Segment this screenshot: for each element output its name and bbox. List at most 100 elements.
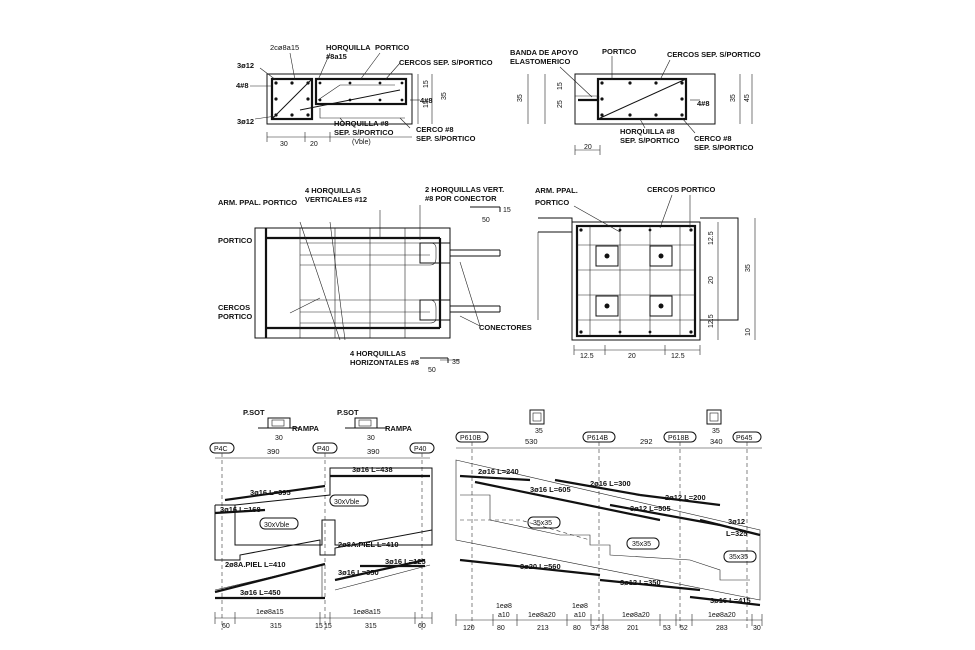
dim-b2-4: 37	[591, 625, 599, 632]
label-conectores: CONECTORES	[479, 323, 532, 332]
label-banda-apoyo: BANDA DE APOYO	[510, 48, 578, 57]
dim-50b-plan: 50	[428, 367, 436, 374]
dim-35: 35	[441, 92, 448, 100]
dim-b2-1: 80	[497, 625, 505, 632]
label-horquilla-spec: #8a15	[326, 52, 347, 61]
label-psot-2: P.SOT	[337, 408, 359, 417]
bar-3-16-350: 3ø16 L=350	[338, 568, 379, 577]
bar-3-16-168: 3ø16 L=168	[220, 505, 261, 514]
dim-b2-7: 53	[663, 625, 671, 632]
dim-15a: 15	[423, 100, 430, 108]
dim-12-5b: 12.5	[671, 353, 685, 360]
stirrup-b2-3a: 1eø8	[572, 603, 588, 610]
dim-b2-6: 201	[627, 625, 639, 632]
label-cercos-portico: CERCOS PORTICO	[647, 185, 716, 194]
stirrups-b1b: 1eø8a15	[353, 609, 381, 616]
dim-35-b2b: 35	[712, 428, 720, 435]
label-2-horquillas: 2 HORQUILLAS VERT.	[425, 185, 504, 194]
dim-20b-elev: 20	[708, 276, 715, 284]
label-4-8-left: 4#8	[236, 81, 249, 90]
label-rampa-1: RAMPA	[292, 424, 320, 433]
connection-plan: ARM. PPAL. PORTICO 4 HORQUILLAS VERTICAL…	[218, 185, 532, 374]
stirrup-b2-4: 1eø8a20	[622, 612, 650, 619]
label-verticales-12: VERTICALES #12	[305, 195, 367, 204]
dim-b2-10: 30	[753, 625, 761, 632]
dim-b1-0: 60	[222, 623, 230, 630]
label-arm-ppal-elev: ARM. PPAL.	[535, 186, 578, 195]
dim-12-5c: 12.5	[708, 231, 715, 245]
dim-b1-4: 315	[365, 623, 377, 630]
dim-b2-8: 52	[680, 625, 688, 632]
label-portico-plan-2: PORTICO	[218, 312, 252, 321]
beam-2: 35 35 P610B P614B P618B P645 530 292 340…	[455, 409, 763, 632]
bar-3-16-438: 3ø16 L=438	[352, 465, 393, 474]
dim-20: 20	[310, 141, 318, 148]
bar-2-8-piel-b: 2ø8A.PIEL L=410	[225, 560, 286, 569]
section-30xvble-b: 30xVble	[334, 499, 359, 506]
label-4-8-sec2: 4#8	[697, 99, 710, 108]
dim-b2-3: 80	[573, 625, 581, 632]
label-psot-1: P.SOT	[243, 408, 265, 417]
bar-3-16-395: 3ø16 L=395	[250, 488, 291, 497]
stirrups-b1a: 1eø8a15	[256, 609, 284, 616]
label-arm-ppal: ARM. PPAL. PORTICO	[218, 198, 297, 207]
dim-20-elev: 20	[628, 353, 636, 360]
label-sep-portico-2: SEP. S/PORTICO	[416, 134, 476, 143]
dim-b2-9: 283	[716, 625, 728, 632]
label-portico-elev: PORTICO	[535, 198, 569, 207]
col-p645: P645	[736, 435, 752, 442]
dim-b2-2: 213	[537, 625, 549, 632]
label-2c8a15: 2cø8a15	[270, 43, 299, 52]
label-horizontales-8: HORIZONTALES #8	[350, 358, 419, 367]
label-sep-portico-sec2b: SEP. S/PORTICO	[694, 143, 754, 152]
dim-b1-1: 315	[270, 623, 282, 630]
stirrup-b2-3b: a10	[574, 612, 586, 619]
label-3-12-bottom: 3ø12	[237, 117, 254, 126]
dim-25-sec2: 25	[557, 100, 564, 108]
label-4-horquillas-v: 4 HORQUILLAS	[305, 186, 361, 195]
dim-b2-5: 38	[601, 625, 609, 632]
section-2: BANDA DE APOYO ELASTOMERICO PORTICO CERC…	[510, 47, 761, 155]
col-p40-a: P40	[317, 446, 330, 453]
label-portico-plan: PORTICO	[218, 236, 252, 245]
label-cerco: CERCO #8	[416, 125, 454, 134]
section-1: 2cø8a15 HORQUILLA #8a15 PORTICO CERCOS S…	[236, 43, 493, 148]
bar-2-8-piel-a: 2ø8A.PIEL L=410	[338, 540, 399, 549]
section-35x35-c: 35x35	[729, 554, 748, 561]
label-cercos-2: CERCOS SEP. S/PORTICO	[667, 50, 761, 59]
col-p614b: P614B	[587, 435, 608, 442]
label-cerco-sec2: CERCO #8	[694, 134, 732, 143]
span-292: 292	[640, 437, 653, 446]
bar-3-12-350: 3ø12 L=350	[620, 578, 661, 587]
label-4-8-right: 4#8	[420, 96, 433, 105]
bar-3-16-125: 3ø16 L=125	[385, 557, 426, 566]
span-390-b: 390	[367, 447, 380, 456]
dim-12-5a: 12.5	[580, 353, 594, 360]
dim-15-sec2: 15	[557, 82, 564, 90]
label-sep-portico-1: SEP. S/PORTICO	[334, 128, 394, 137]
label-horquilla-bottom: HORQUILLA #8	[334, 119, 389, 128]
label-cercos-plan: CERCOS	[218, 303, 250, 312]
dim-30: 30	[280, 141, 288, 148]
dim-20-sec2: 20	[584, 144, 592, 151]
label-portico: PORTICO	[375, 43, 409, 52]
span-530: 530	[525, 437, 538, 446]
span-340: 340	[710, 437, 723, 446]
label-4-horquillas-h: 4 HORQUILLAS	[350, 349, 406, 358]
label-elastomerico: ELASTOMERICO	[510, 57, 570, 66]
dim-35-plan: 35	[452, 359, 460, 366]
section-30xvble-a: 30xVble	[264, 522, 289, 529]
section-35x35-b: 35x35	[632, 541, 651, 548]
dim-35b-sec2: 35	[730, 94, 737, 102]
col-p40-b: P40	[414, 446, 427, 453]
label-vble: (Vble)	[352, 139, 371, 146]
label-horquilla: HORQUILLA	[326, 43, 371, 52]
connection-elevation: ARM. PPAL. PORTICO CERCOS PORTICO 12.5 2…	[535, 185, 756, 360]
dim-b1-3: 15	[324, 623, 332, 630]
label-sep-portico-sec2: SEP. S/PORTICO	[620, 136, 680, 145]
beam-1: P.SOT RAMPA 30 P.SOT RAMPA 30 P4C P40 P4…	[209, 408, 435, 630]
bar-3-12-505: 3ø12 L=505	[630, 504, 671, 513]
dim-30-b1b: 30	[367, 435, 375, 442]
dim-30-b1a: 30	[275, 435, 283, 442]
span-390-a: 390	[267, 447, 280, 456]
